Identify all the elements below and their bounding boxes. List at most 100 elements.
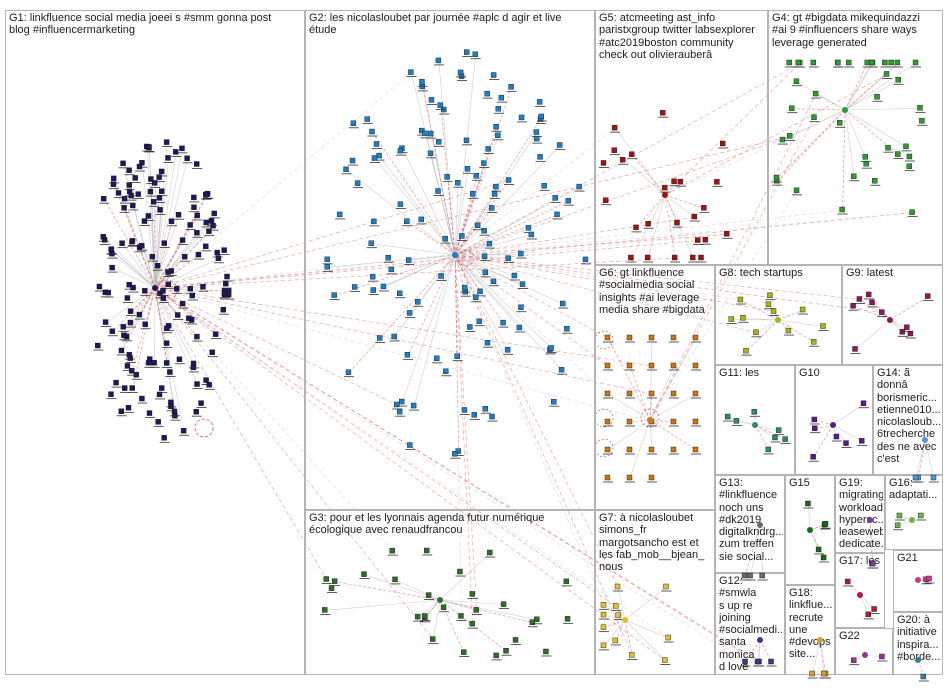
node-g7[interactable]	[627, 652, 638, 660]
node-g2[interactable]	[491, 183, 502, 192]
node-g2[interactable]	[350, 284, 361, 292]
node-g4[interactable]	[778, 136, 789, 145]
node-g2[interactable]	[535, 154, 546, 162]
node-g1[interactable]	[123, 405, 134, 413]
node-g2[interactable]	[463, 166, 474, 174]
node-g3[interactable]	[455, 568, 466, 577]
node-g8[interactable]	[735, 296, 746, 305]
node-g2[interactable]	[413, 299, 424, 307]
node-g1[interactable]	[198, 283, 209, 292]
node-g1[interactable]	[219, 247, 230, 256]
node-g1[interactable]	[125, 355, 136, 363]
node-g2[interactable]	[473, 222, 484, 231]
node-g7[interactable]	[599, 611, 609, 620]
node-g1[interactable]	[204, 382, 215, 390]
node-g2[interactable]	[383, 255, 394, 263]
node-g1[interactable]	[192, 212, 203, 221]
node-g5[interactable]	[658, 109, 669, 118]
node-g4[interactable]	[892, 59, 903, 68]
node-g2[interactable]	[471, 294, 482, 303]
node-g1[interactable]	[184, 315, 195, 324]
node-g6[interactable]	[625, 446, 635, 455]
node-g6[interactable]	[691, 418, 701, 427]
node-g1[interactable]	[125, 319, 136, 328]
node-g2[interactable]	[480, 253, 491, 262]
node-g2[interactable]	[335, 211, 346, 220]
node-g8[interactable]	[769, 308, 780, 316]
node-g9[interactable]	[905, 330, 916, 339]
hub-node-g12[interactable]	[757, 637, 763, 643]
node-g1[interactable]	[124, 182, 135, 190]
node-g1[interactable]	[93, 342, 104, 351]
node-g9[interactable]	[854, 296, 865, 304]
node-g5[interactable]	[699, 205, 710, 213]
node-g15[interactable]	[819, 554, 830, 563]
node-g12[interactable]	[740, 658, 751, 667]
node-g5[interactable]	[672, 219, 683, 228]
node-g5[interactable]	[693, 237, 704, 245]
node-g1[interactable]	[172, 286, 183, 294]
node-g6[interactable]	[603, 418, 613, 427]
node-g14[interactable]	[929, 474, 939, 483]
node-g3[interactable]	[485, 549, 496, 558]
node-g3[interactable]	[561, 578, 572, 587]
node-g6[interactable]	[647, 362, 657, 371]
node-g2[interactable]	[509, 272, 520, 281]
node-g4[interactable]	[907, 209, 918, 218]
node-g2[interactable]	[426, 97, 437, 105]
node-g1[interactable]	[163, 155, 174, 163]
node-g1[interactable]	[103, 289, 114, 298]
hub-node-g20[interactable]	[915, 657, 921, 663]
node-g1[interactable]	[201, 192, 212, 200]
node-g2[interactable]	[362, 116, 373, 125]
node-g2[interactable]	[395, 147, 406, 156]
node-g1[interactable]	[207, 218, 218, 226]
node-g6[interactable]	[625, 334, 635, 343]
node-g1[interactable]	[192, 333, 203, 342]
node-g2[interactable]	[532, 135, 543, 144]
node-g1[interactable]	[114, 190, 125, 198]
node-g6[interactable]	[603, 334, 613, 343]
node-g5[interactable]	[601, 197, 612, 206]
node-g2[interactable]	[409, 402, 420, 411]
node-g2[interactable]	[416, 216, 427, 225]
node-g8[interactable]	[765, 292, 776, 301]
node-g2[interactable]	[386, 266, 397, 275]
hub-node-g4[interactable]	[842, 107, 848, 113]
node-g20[interactable]	[918, 673, 929, 682]
node-g5[interactable]	[627, 151, 638, 160]
node-g2[interactable]	[483, 146, 494, 154]
hub-node-g1[interactable]	[152, 285, 158, 291]
node-g4[interactable]	[872, 94, 883, 102]
node-g3[interactable]	[327, 585, 338, 594]
node-g19[interactable]	[868, 560, 879, 569]
node-g3[interactable]	[527, 619, 538, 628]
node-g2[interactable]	[514, 324, 525, 333]
node-g3[interactable]	[320, 607, 331, 615]
node-g10[interactable]	[810, 425, 821, 434]
node-g17[interactable]	[843, 578, 854, 587]
node-g2[interactable]	[434, 139, 445, 147]
node-g2[interactable]	[491, 124, 502, 132]
node-g1[interactable]	[128, 284, 139, 293]
node-g1[interactable]	[174, 356, 185, 365]
hub-node-g13[interactable]	[757, 522, 763, 528]
node-g6[interactable]	[625, 362, 635, 371]
node-g5[interactable]	[718, 140, 729, 149]
node-g1[interactable]	[128, 202, 139, 211]
node-g1[interactable]	[185, 286, 196, 294]
node-g2[interactable]	[453, 180, 464, 188]
node-g2[interactable]	[460, 284, 471, 293]
node-g5[interactable]	[599, 160, 609, 168]
node-g1[interactable]	[163, 269, 174, 277]
node-g2[interactable]	[461, 137, 472, 146]
node-g6[interactable]	[691, 334, 701, 343]
node-g4[interactable]	[833, 59, 844, 68]
node-g2[interactable]	[462, 49, 473, 57]
hub-node-g15[interactable]	[807, 527, 813, 533]
node-g5[interactable]	[660, 184, 671, 193]
node-g2[interactable]	[552, 211, 563, 220]
node-g2[interactable]	[404, 257, 415, 265]
node-g15[interactable]	[821, 520, 831, 529]
node-g2[interactable]	[563, 197, 574, 206]
